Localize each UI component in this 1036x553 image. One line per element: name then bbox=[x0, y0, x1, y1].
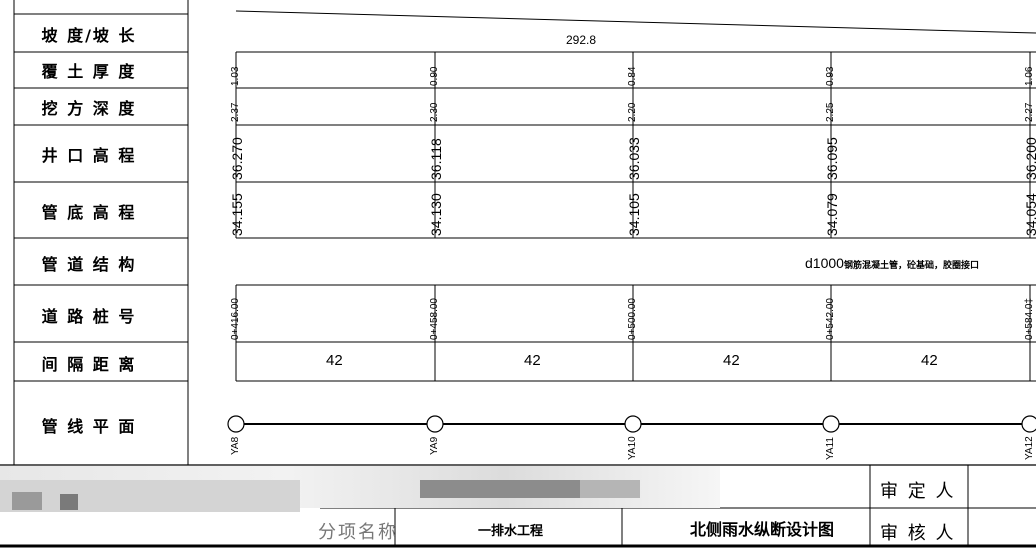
invert-elevation-value: 34.155 bbox=[229, 193, 245, 236]
manhole-label: YA10 bbox=[627, 436, 638, 460]
row-label-slope: 坡 度/坡 长 bbox=[41, 26, 137, 45]
reviewer-label: 审 核 人 bbox=[880, 523, 956, 544]
slope-length: 292.8 bbox=[566, 33, 597, 47]
cover-depth-value: 1.06 bbox=[1024, 66, 1035, 86]
excavation-depth-value: 2.27 bbox=[1024, 102, 1035, 122]
cover-depth-value: 0.84 bbox=[627, 66, 638, 86]
invert-elevation-value: 34.079 bbox=[824, 193, 840, 236]
rim-elevation-value: 36.270 bbox=[229, 137, 245, 180]
redacted-block bbox=[60, 494, 78, 510]
row-label-rim-elevation: 井 口 高 程 bbox=[41, 146, 137, 165]
excavation-depth-value: 2.37 bbox=[230, 102, 241, 122]
excavation-depth-value: 2.20 bbox=[627, 102, 638, 122]
invert-elevation-value: 34.130 bbox=[428, 193, 444, 236]
excavation-depth-value: 2.25 bbox=[825, 102, 836, 122]
invert-elevation-value: 34.054 bbox=[1023, 193, 1036, 236]
row-label-excavation-depth: 挖 方 深 度 bbox=[41, 99, 137, 118]
station-value: 0+458.00 bbox=[429, 298, 440, 340]
rim-elevation-value: 36.200 bbox=[1023, 137, 1036, 180]
manhole-label: YA9 bbox=[429, 436, 440, 455]
manhole-label: YA11 bbox=[825, 437, 836, 460]
redacted-block bbox=[580, 480, 640, 498]
cover-depth-value: 0.93 bbox=[825, 66, 836, 86]
row-label-pipe-structure: 管 道 结 构 bbox=[41, 255, 137, 274]
row-label-station: 道 路 桩 号 bbox=[41, 307, 137, 326]
manhole-label: YA8 bbox=[230, 436, 241, 455]
rim-elevation-value: 36.118 bbox=[428, 138, 444, 180]
redacted-block bbox=[420, 480, 580, 498]
cover-depth-value: 0.90 bbox=[429, 66, 440, 86]
invert-elevation-value: 34.105 bbox=[626, 193, 642, 236]
pipe-structure-text: d1000钢筋混凝土管，砼基础，胶圈接口 bbox=[805, 255, 979, 273]
row-label-cover-depth: 覆 土 厚 度 bbox=[41, 62, 137, 81]
spacing-value: 42 bbox=[524, 352, 541, 369]
row-label-plan: 管 线 平 面 bbox=[41, 417, 137, 436]
pipe-material: 钢筋混凝土管，砼基础，胶圈接口 bbox=[843, 261, 979, 271]
approver-label: 审 定 人 bbox=[880, 481, 956, 502]
item-value: 一排水工程 bbox=[478, 524, 544, 539]
spacing-value: 42 bbox=[326, 352, 343, 369]
item-label: 分项名称 bbox=[318, 522, 398, 543]
pipe-size: d1000 bbox=[805, 255, 844, 271]
spacing-value: 42 bbox=[921, 352, 938, 369]
redacted-block bbox=[0, 480, 300, 512]
row-label-spacing: 间 隔 距 离 bbox=[41, 355, 137, 374]
station-value: 0+500.00 bbox=[627, 298, 638, 340]
row-label-invert-elevation: 管 底 高 程 bbox=[41, 203, 137, 222]
excavation-depth-value: 2.30 bbox=[429, 102, 440, 122]
manhole-label: YA12 bbox=[1024, 436, 1035, 460]
station-value: 0+416.00 bbox=[230, 298, 241, 340]
spacing-value: 42 bbox=[723, 352, 740, 369]
rim-elevation-value: 36.095 bbox=[824, 137, 840, 180]
station-value: 0+584.0‡ bbox=[1024, 298, 1035, 340]
station-value: 0+542.00 bbox=[825, 298, 836, 340]
cover-depth-value: 1.03 bbox=[230, 66, 241, 86]
rim-elevation-value: 36.033 bbox=[626, 137, 642, 180]
redacted-block bbox=[12, 492, 42, 510]
drawing-title: 北侧雨水纵断设计图 bbox=[690, 520, 835, 539]
